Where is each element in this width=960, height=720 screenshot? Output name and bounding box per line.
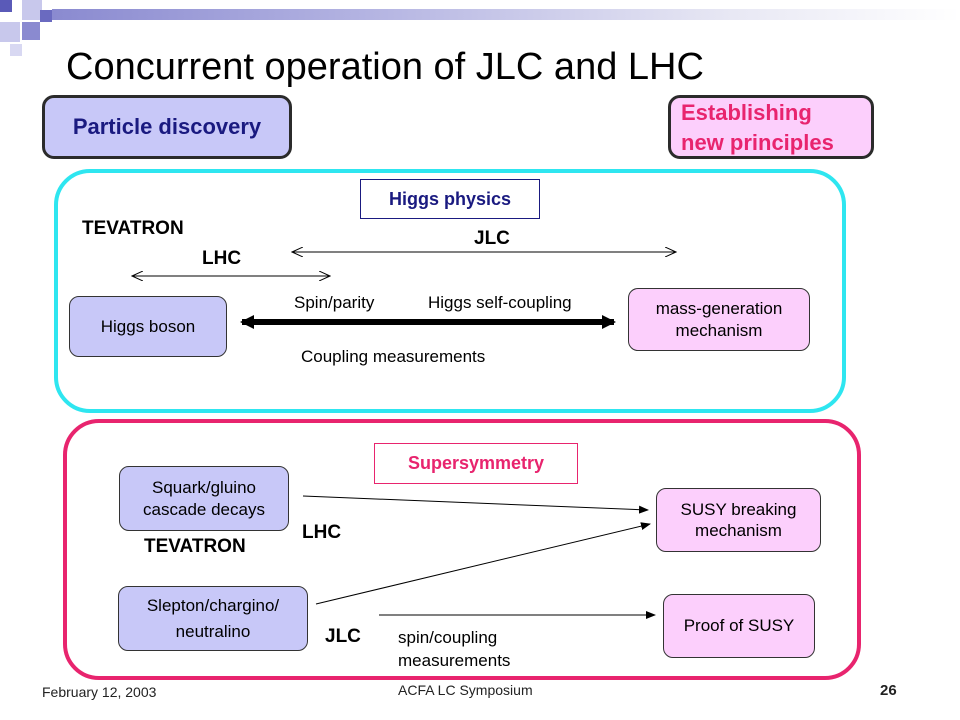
higgs-jlc-label: JLC — [474, 228, 510, 249]
page-number: 26 — [880, 682, 897, 699]
slepton-line2: neutralino — [175, 621, 251, 641]
susy-lhc-label: LHC — [302, 522, 342, 543]
spin-coupling-label: spin/coupling measurements — [398, 627, 510, 673]
squark-gluino-node: Squark/gluino cascade decays — [119, 466, 289, 531]
breaking-line1: SUSY breaking — [680, 499, 797, 519]
new-principles-line1: Establishing — [681, 100, 812, 125]
spin-parity-label: Spin/parity — [294, 293, 375, 312]
susy-panel — [63, 419, 861, 680]
corner-square-2 — [22, 0, 42, 20]
corner-square-1 — [0, 0, 12, 12]
mass-generation-node: mass-generation mechanism — [628, 288, 810, 351]
higgs-boson-node: Higgs boson — [69, 296, 227, 357]
particle-discovery-box: Particle discovery — [42, 95, 292, 159]
higgs-boson-text: Higgs boson — [100, 316, 196, 336]
footer-date: February 12, 2003 — [42, 684, 157, 700]
proof-text: Proof of SUSY — [683, 616, 795, 636]
higgs-lhc-label: LHC — [202, 248, 242, 269]
squark-to-breaking-arrow — [302, 495, 649, 514]
higgs-panel — [54, 169, 846, 413]
susy-jlc-label: JLC — [325, 626, 361, 647]
corner-square-5 — [10, 44, 22, 56]
higgs-section-label: Higgs physics — [360, 179, 540, 219]
page-title: Concurrent operation of JLC and LHC — [66, 46, 704, 88]
susy-breaking-node: SUSY breaking mechanism — [656, 488, 821, 552]
spin-coupling-line2: measurements — [398, 650, 511, 670]
corner-square-4 — [22, 22, 40, 40]
slepton-line1: Slepton/chargino/ — [146, 596, 280, 615]
footer-event: ACFA LC Symposium — [398, 682, 533, 698]
squark-line2: cascade decays — [143, 499, 265, 519]
susy-section-label: Supersymmetry — [374, 443, 578, 484]
mass-generation-line2: mechanism — [675, 320, 763, 340]
title-bar-gradient — [52, 9, 960, 20]
proof-of-susy-node: Proof of SUSY — [663, 594, 815, 658]
higgs-section-text: Higgs physics — [388, 188, 512, 209]
new-principles-line2: new principles — [681, 130, 834, 155]
self-coupling-label: Higgs self-coupling — [428, 293, 572, 312]
mass-generation-line1: mass-generation — [655, 299, 783, 319]
breaking-line2: mechanism — [695, 521, 782, 540]
particle-discovery-label: Particle discovery — [72, 114, 262, 139]
coupling-measurements-label: Coupling measurements — [301, 347, 486, 366]
higgs-tevatron-label: TEVATRON — [82, 218, 184, 239]
squark-line1: Squark/gluino — [152, 478, 256, 498]
susy-section-text: Supersymmetry — [407, 453, 545, 473]
corner-square-6 — [40, 10, 52, 22]
susy-tevatron-label: TEVATRON — [144, 536, 246, 557]
spin-coupling-line1: spin/coupling — [398, 628, 498, 647]
new-principles-box: Establishing new principles — [668, 95, 874, 159]
slepton-chargino-node: Slepton/chargino/ neutralino — [118, 586, 308, 651]
corner-square-3 — [0, 22, 20, 42]
slepton-to-breaking-arrow — [315, 522, 651, 605]
